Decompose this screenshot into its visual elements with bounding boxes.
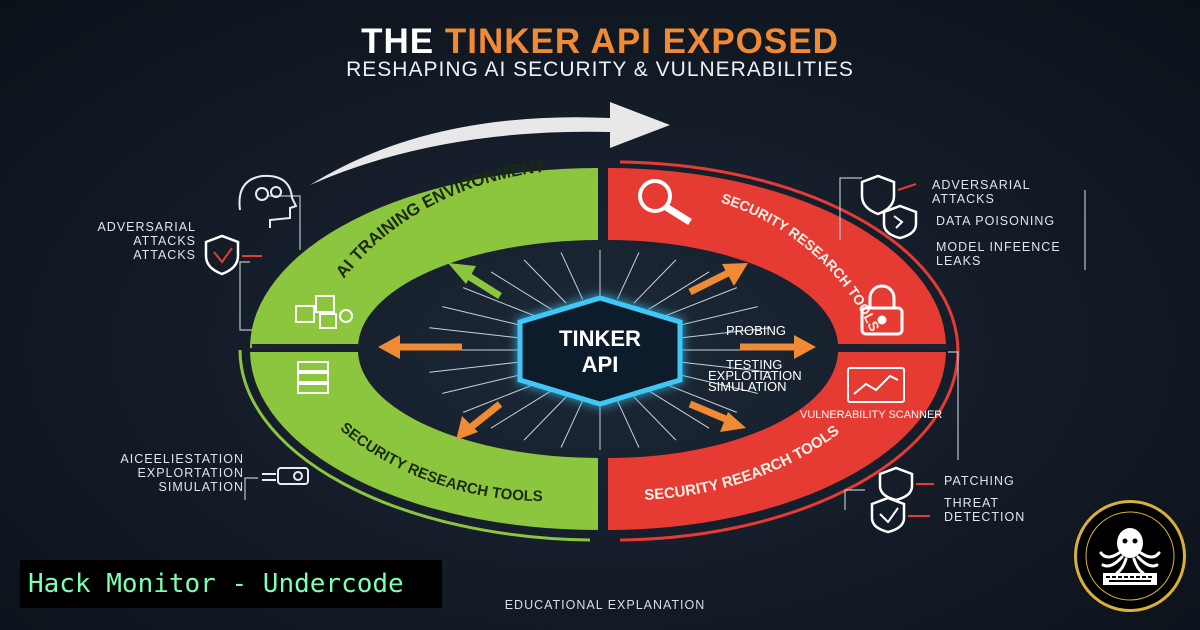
camera-icon	[262, 467, 309, 485]
center-ray	[462, 287, 540, 319]
center-ray	[442, 372, 530, 394]
side-label-right-2: DATA POISONING	[936, 214, 1056, 228]
side-label-right-4: PATCHING	[944, 474, 1015, 488]
center-ray	[675, 327, 771, 339]
outer-arc-right	[619, 160, 960, 353]
center-ray	[660, 287, 738, 319]
shield-icon-right-3	[878, 466, 934, 502]
arrow-up-right	[688, 263, 748, 296]
center-ray	[560, 252, 584, 300]
ring-sublabel-vulnerability: VULNERABILITY SCANNER	[800, 409, 942, 421]
center-ray	[670, 372, 758, 394]
shield-icon-right-4	[870, 496, 930, 534]
server-icon	[297, 361, 329, 394]
center-label-line1: TINKER	[559, 326, 641, 351]
octopus-logo	[1074, 500, 1186, 612]
center-ray	[616, 252, 640, 300]
outer-arc-right-lower	[619, 351, 960, 542]
ring-quadrant-top-right	[608, 167, 946, 344]
center-ray	[560, 400, 584, 448]
brain-head-icon	[238, 174, 298, 228]
arrow-left	[378, 335, 462, 359]
arrow-down-right	[688, 400, 746, 432]
side-label-right-5: THREAT DETECTION	[944, 496, 1026, 524]
shield-icon-right-1	[860, 174, 917, 216]
center-ray	[523, 396, 567, 441]
probe-label-testing: TESTING	[726, 357, 782, 372]
octopus-icon	[1085, 511, 1175, 601]
center-ray	[462, 381, 540, 413]
arrow-down-left	[456, 401, 503, 440]
center-ray	[633, 396, 677, 441]
center-ray	[660, 381, 738, 413]
center-label-line2: API	[582, 352, 619, 377]
outer-arc-left	[238, 349, 591, 542]
center-ray	[429, 327, 525, 339]
probe-label-exploitation: EXPLOTIATION	[708, 368, 802, 383]
side-label-left-bottom: AICEELIESTATION EXPLORTATION SIMULATION	[120, 452, 244, 494]
center-ray	[523, 259, 567, 304]
cubes-icon	[295, 295, 353, 329]
side-label-right-1: ADVERSARIAL ATTACKS	[932, 178, 1031, 206]
watermark-banner: Hack Monitor - Undercode	[20, 560, 442, 608]
center-ray	[490, 271, 552, 310]
top-curved-arrow	[310, 102, 670, 185]
ring-quadrant-top-left	[250, 168, 598, 348]
shield-icon-right-2	[882, 204, 918, 240]
center-ray	[648, 390, 710, 429]
center-ray	[616, 400, 640, 448]
arrow-up-left	[448, 263, 502, 299]
center-ray	[670, 306, 758, 328]
center-ray	[490, 390, 552, 429]
tinker-api-hexagon	[517, 295, 683, 407]
center-ray	[648, 271, 710, 310]
lock-icon	[860, 284, 904, 336]
arrow-right	[740, 335, 816, 359]
side-label-left-top: ADVERSARIAL ATTACKS ATTACKS	[97, 220, 196, 262]
shield-icon-left-top	[204, 234, 262, 276]
center-ray	[633, 259, 677, 304]
page-subtitle: RESHAPING AI SECURITY & VULNERABILITIES	[346, 58, 854, 81]
footer-caption: EDUCATIONAL EXPLANATION	[504, 598, 706, 612]
page-title: THE TINKER API EXPOSED	[361, 22, 839, 61]
magnifier-icon	[638, 179, 692, 225]
center-ray	[675, 361, 771, 373]
ring-quadrant-bottom-left	[250, 352, 598, 530]
probe-label-probing: PROBING	[726, 323, 786, 338]
chart-monitor-icon	[847, 367, 905, 403]
center-ray	[429, 361, 525, 373]
ring-quadrant-bottom-right	[608, 352, 946, 530]
probe-label-simulation: SIMULATION	[708, 379, 787, 394]
side-label-right-3: MODEL INFEENCE LEAKS	[936, 240, 1061, 268]
center-ray	[442, 306, 530, 328]
